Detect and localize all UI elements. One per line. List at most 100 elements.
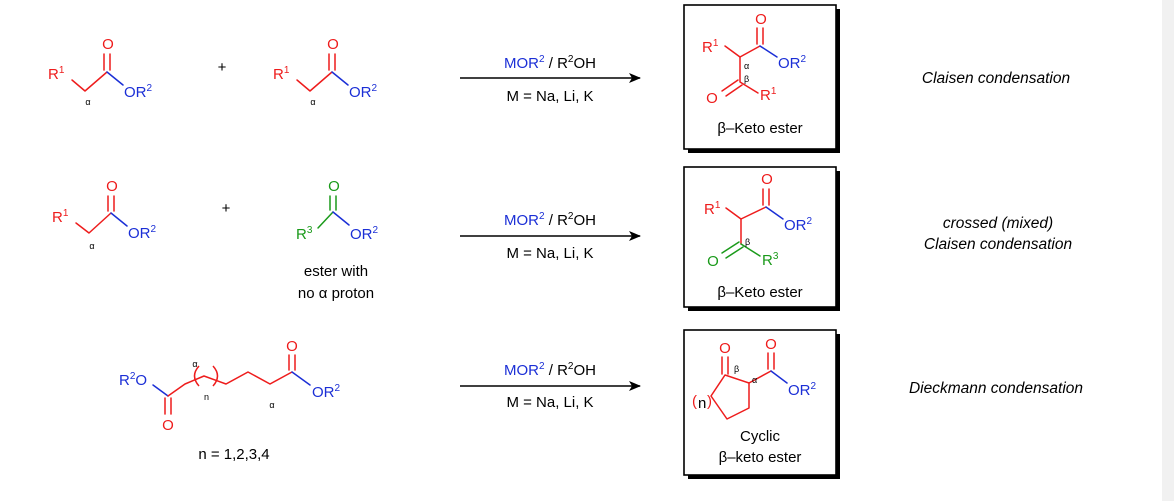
atom-or: OR [350, 226, 373, 243]
sup-2: 2 [373, 225, 379, 236]
atom-o: O [327, 36, 339, 53]
dieckmann-reaction-arrow: MOR2 / R2OH M = Na, Li, K [460, 361, 641, 411]
atom-o: O [761, 171, 773, 188]
svg-text:R1: R1 [48, 65, 65, 83]
claisen-product-box: R1 O OR2 O R1 α β β–Keto ester [683, 4, 840, 153]
svg-text:R1: R1 [704, 200, 721, 218]
dieckmann-product-box: O O OR2 ( n ) β α Cyclic β–keto ester [683, 329, 840, 479]
reagent-sup: 2 [539, 211, 545, 222]
sup-2: 2 [807, 216, 813, 227]
atom-o: O [328, 178, 340, 195]
sup-2: 2 [811, 381, 817, 392]
atom-r: R [296, 226, 307, 243]
reagent-sup: 2 [568, 361, 574, 372]
svg-text:OR2: OR2 [784, 216, 813, 234]
reaction-name: Claisen condensation [922, 70, 1070, 87]
partner-note-alpha: α [319, 285, 328, 302]
dieckmann-reactant-diester: R2O O O OR2 n α α n = 1,2,3,4 [119, 338, 341, 463]
alpha-label: α [744, 61, 749, 71]
product-caption-line-1: Cyclic [740, 428, 780, 445]
claisen-reactant-ester-1: R1 O OR2 α [48, 36, 153, 107]
svg-text:MOR2 / R2OH: MOR2 / R2OH [504, 211, 596, 229]
atom-r: R [762, 252, 773, 269]
svg-text:R1: R1 [702, 38, 719, 56]
svg-text:R2O: R2O [119, 371, 147, 389]
svg-text:MOR2 / R2OH: MOR2 / R2OH [504, 361, 596, 379]
svg-text:OR2: OR2 [312, 383, 341, 401]
sup-3: 3 [773, 251, 779, 262]
right-edge-strip [1162, 0, 1174, 501]
reaction-name-line-1: crossed (mixed) [943, 215, 1053, 232]
reagent-slash: / R [545, 362, 569, 379]
alpha-label: α [85, 97, 90, 107]
sup-2: 2 [372, 83, 378, 94]
alpha-label: α [269, 400, 274, 410]
reagent-slash: / R [545, 212, 569, 229]
sup-2: 2 [335, 383, 341, 394]
metal-conditions: M = Na, Li, K [506, 88, 593, 105]
svg-text:R1: R1 [273, 65, 290, 83]
crossed-product-box: R1 O OR2 O R3 β β–Keto ester [683, 166, 840, 311]
atom-o: O [102, 36, 114, 53]
svg-text:no α proton: no α proton [298, 285, 374, 302]
sup-2: 2 [801, 54, 807, 65]
svg-text:OR2: OR2 [350, 225, 379, 243]
reagent-base: MOR [504, 212, 539, 229]
ring-paren-open: ( [692, 393, 697, 410]
atom-r: R [273, 66, 284, 83]
row-crossed-claisen: R1 O OR2 α + R3 O OR2 ester with no α pr… [52, 166, 1072, 311]
atom-or: OR [784, 217, 807, 234]
atom-o: O [106, 178, 118, 195]
reagent-sup: 2 [539, 361, 545, 372]
product-caption: β–Keto ester [717, 120, 802, 137]
ring-size-n: n [698, 395, 706, 412]
partner-note-pre: no [298, 285, 319, 302]
svg-text:R1: R1 [760, 86, 777, 104]
claisen-reactant-ester-2: R1 O OR2 α [273, 36, 378, 107]
atom-r: R [702, 39, 713, 56]
product-caption-line-2: β–keto ester [719, 449, 802, 466]
sup-2: 2 [151, 224, 157, 235]
beta-label: β [744, 74, 749, 84]
alpha-label: α [89, 241, 94, 251]
sup-3: 3 [307, 225, 313, 236]
svg-text:R3: R3 [296, 225, 313, 243]
atom-or: OR [124, 84, 147, 101]
sup-1: 1 [771, 86, 777, 97]
sup-2: 2 [130, 371, 136, 382]
partner-note-line-1: ester with [304, 263, 368, 280]
atom-r: R [48, 66, 59, 83]
svg-text:OR2: OR2 [349, 83, 378, 101]
svg-text:R3: R3 [762, 251, 779, 269]
crossed-reactant-ester: R1 O OR2 α [52, 178, 157, 251]
reagent-base: MOR [504, 362, 539, 379]
crossed-partner-ester: R3 O OR2 ester with no α proton [296, 178, 379, 302]
svg-text:OR2: OR2 [778, 54, 807, 72]
reagent-alcohol: OH [573, 362, 596, 379]
atom-or: OR [128, 225, 151, 242]
atom-or: OR [312, 384, 335, 401]
atom-or: OR [778, 55, 801, 72]
subscript-n: n [204, 392, 209, 402]
atom-or: OR [788, 382, 811, 399]
atom-r: R [760, 87, 771, 104]
sup-1: 1 [715, 200, 721, 211]
atom-o: O [755, 11, 767, 28]
atom-o: O [135, 372, 147, 389]
svg-text:MOR2 / R2OH: MOR2 / R2OH [504, 54, 596, 72]
sup-2: 2 [147, 83, 153, 94]
claisen-reaction-arrow: MOR2 / R2OH M = Na, Li, K [460, 54, 641, 105]
reagent-alcohol: OH [573, 55, 596, 72]
svg-text:R1: R1 [52, 208, 69, 226]
plus-sign: + [222, 200, 231, 217]
row-claisen: R1 O OR2 α + R1 O OR2 α MOR2 / R2OH M = … [48, 4, 1070, 153]
reagent-base: MOR [504, 55, 539, 72]
atom-or: OR [349, 84, 372, 101]
atom-o: O [707, 253, 719, 270]
atom-o: O [706, 90, 718, 107]
metal-conditions: M = Na, Li, K [506, 394, 593, 411]
svg-text:OR2: OR2 [128, 224, 157, 242]
reagent-sup: 2 [568, 211, 574, 222]
reagent-sup: 2 [539, 54, 545, 65]
